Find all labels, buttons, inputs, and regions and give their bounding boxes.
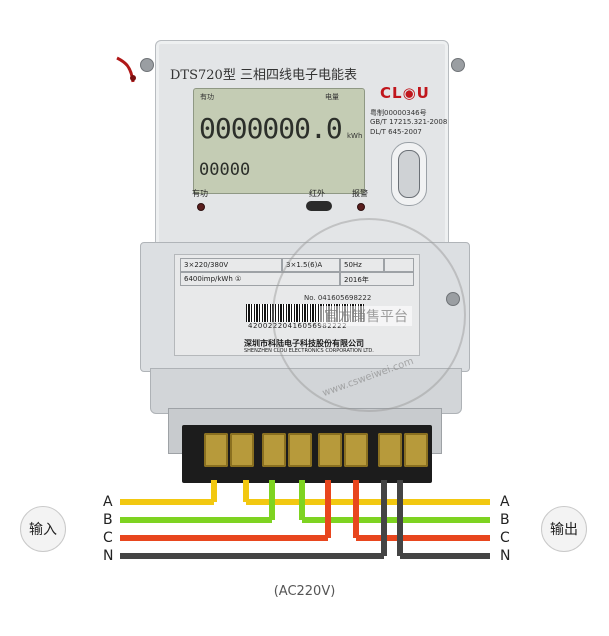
watermark-seal (272, 218, 466, 412)
indicator-ir-label: 红外 (309, 189, 325, 198)
lcd-sub-reading: 00000 (199, 160, 251, 180)
meter-title: DTS720型 三相四线电子电能表 (170, 68, 357, 83)
lcd-display (193, 88, 365, 194)
wiring-diagram (120, 480, 490, 559)
infrared-port-icon (306, 201, 332, 211)
phase-label-c-left: C (103, 530, 113, 546)
alarm-led-icon (357, 203, 365, 211)
display-button-key[interactable] (398, 150, 420, 198)
spec-line: 粤制00000346号 (370, 109, 427, 117)
screw-icon (140, 58, 154, 72)
seal-wire (116, 56, 136, 83)
output-label: 输出 (541, 506, 587, 552)
spec-line: DL/T 645-2007 (370, 128, 422, 136)
voltage-caption: (AC220V) (273, 584, 336, 599)
phase-label-n-right: N (500, 548, 511, 564)
lcd-label-active: 有功 (200, 93, 214, 101)
phase-label-c-right: C (500, 530, 510, 546)
lcd-unit: kWh (347, 132, 363, 140)
lcd-reading: 0000000.0 (199, 112, 343, 145)
phase-label-b-left: B (103, 512, 113, 528)
watermark-text: 官方销售平台 (320, 306, 412, 326)
terminal-block (182, 425, 432, 483)
phase-label-a-right: A (500, 494, 510, 510)
indicator-active-label: 有功 (192, 189, 208, 198)
input-label: 输入 (20, 506, 66, 552)
spec-line: GB/T 17215.321-2008 (370, 118, 448, 126)
active-led-icon (197, 203, 205, 211)
lcd-label-energy: 电量 (325, 93, 339, 101)
phase-label-a-left: A (103, 494, 113, 510)
screw-icon (451, 58, 465, 72)
spec-voltage: 3×220/380V (180, 258, 282, 272)
phase-label-b-right: B (500, 512, 510, 528)
brand-logo: CL◉U (380, 84, 430, 102)
phase-label-n-left: N (103, 548, 114, 564)
indicator-alarm-label: 报警 (352, 189, 368, 198)
